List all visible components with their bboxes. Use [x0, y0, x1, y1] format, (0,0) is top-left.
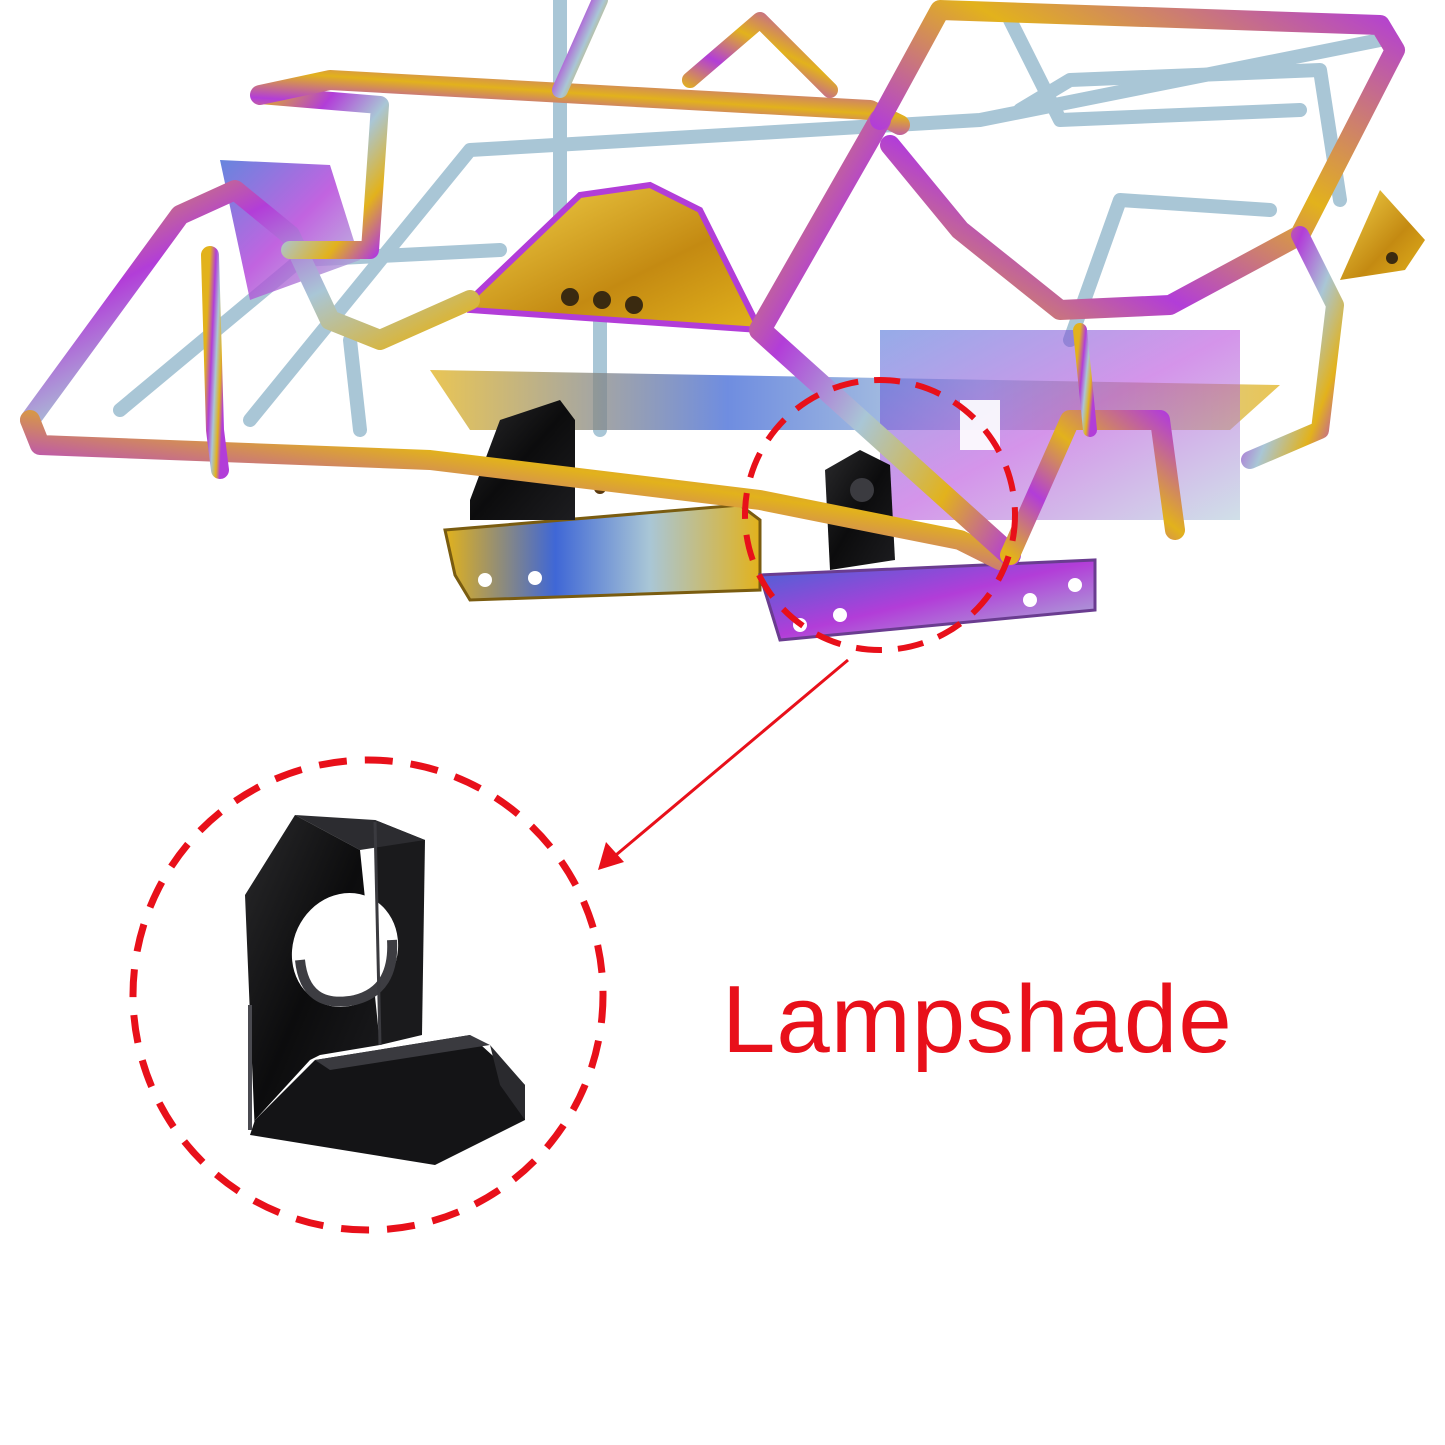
roll-cage-chassis — [20, 0, 1425, 642]
chassis-highlight-circle — [742, 377, 1018, 653]
part-name-label: Lampshade — [722, 966, 1233, 1073]
callout-arrow — [598, 658, 849, 870]
part-zoom-circle — [129, 756, 607, 1234]
cage-main-tubes — [20, 0, 1405, 570]
lampshade-part-image — [245, 815, 525, 1165]
